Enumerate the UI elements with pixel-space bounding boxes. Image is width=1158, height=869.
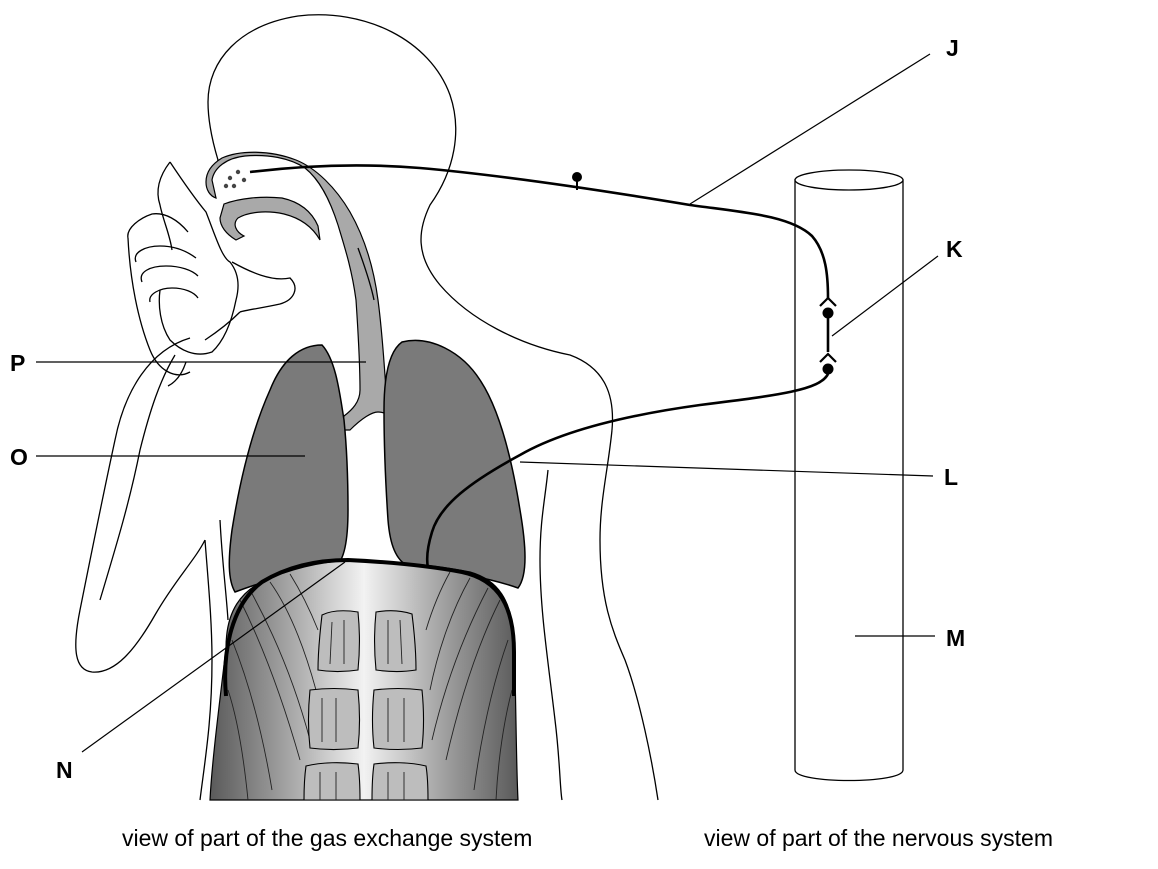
label-n: N (56, 757, 73, 783)
label-k: K (946, 236, 963, 262)
abdominal-muscles (210, 560, 518, 800)
label-l: L (944, 464, 958, 490)
caption-gas-exchange: view of part of the gas exchange system (122, 825, 532, 851)
label-o: O (10, 444, 28, 470)
caption-nervous: view of part of the nervous system (704, 825, 1053, 851)
hand-with-tissue (128, 162, 238, 386)
label-j: J (946, 35, 959, 61)
label-m: M (946, 625, 965, 651)
spinal-cord (795, 170, 903, 781)
left-lung (229, 345, 348, 592)
sensory-neurone (250, 165, 828, 298)
label-p: P (10, 350, 25, 376)
